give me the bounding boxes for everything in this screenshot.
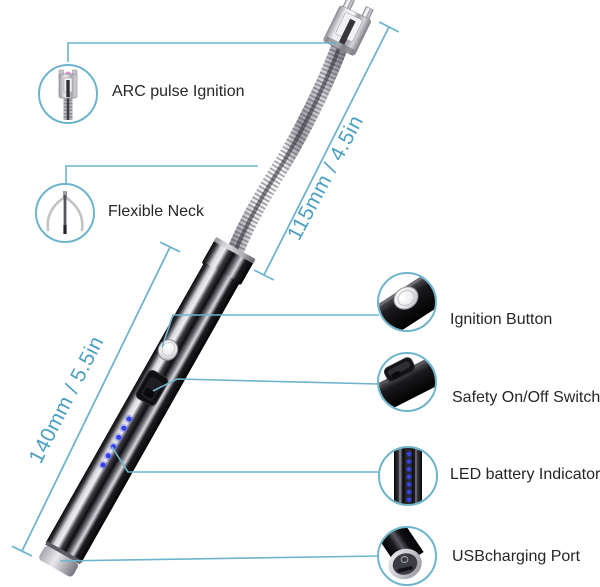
dimension-line-neck [253, 21, 400, 281]
flexible-neck-icon [35, 183, 95, 243]
dimension-line-body [11, 241, 181, 557]
usb-port-icon [377, 526, 437, 586]
leader-line-ignition [161, 314, 379, 348]
leader-lines [59, 42, 380, 562]
cap-rim [45, 541, 82, 565]
flexible-neck [223, 29, 354, 266]
led-indicator-icon [378, 446, 438, 506]
arc-tip-icon [38, 64, 98, 124]
leader-line-arc [67, 42, 338, 62]
label-flexible-neck: Flexible Neck [108, 203, 205, 220]
ignition-button-icon [377, 272, 437, 332]
label-led-indicator: LED battery Indicator [450, 466, 600, 483]
safety-switch [135, 369, 169, 407]
label-usb-port: USBcharging Port [452, 548, 581, 565]
label-arc-pulse-ignition: ARC pulse Ignition [112, 83, 245, 100]
leader-line-led [111, 446, 380, 473]
leader-line-flex [65, 165, 258, 184]
safety-switch-icon [377, 352, 437, 412]
usb-cap [39, 546, 79, 577]
label-ignition-button: Ignition Button [450, 311, 553, 328]
leader-line-usb [59, 555, 380, 562]
led-indicators [98, 414, 134, 470]
lighter-body [39, 236, 256, 577]
leader-line-safety [152, 378, 380, 392]
label-safety-switch: Safety On/Off Switch [452, 389, 600, 406]
